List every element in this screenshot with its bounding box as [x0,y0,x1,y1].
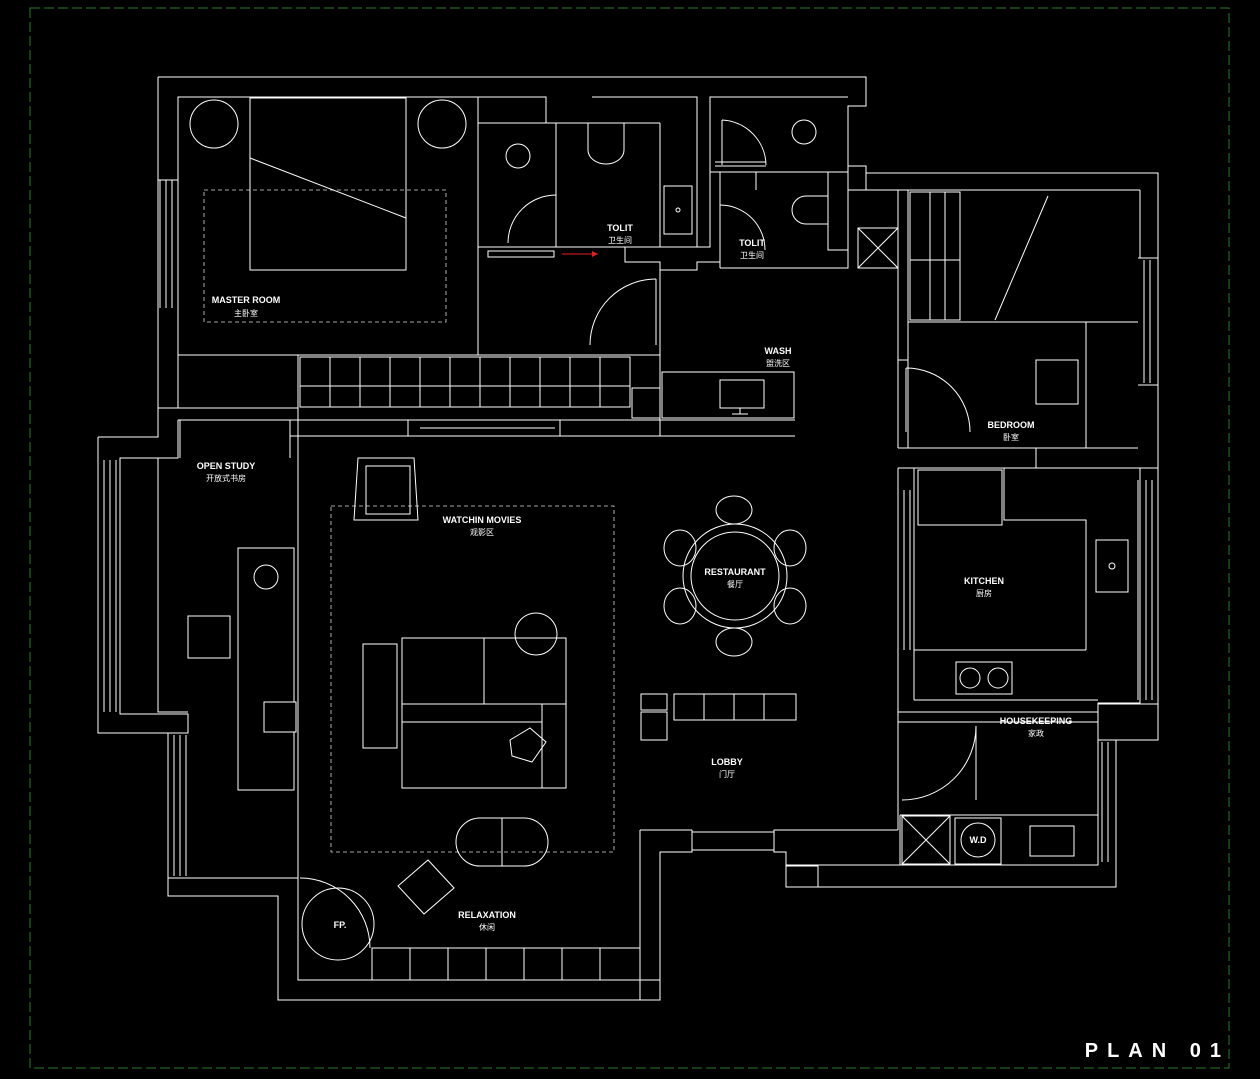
housekeeping-label-cn: 家政 [1028,728,1044,738]
toilet-2-label-cn: 卫生间 [740,250,764,260]
relaxation-label-cn: 休闲 [479,922,495,932]
bedroom-label: BEDROOM [988,420,1035,430]
structural-columns [639,165,1159,1001]
restaurant-label-cn: 餐厅 [727,580,743,589]
lobby-label: LOBBY [711,757,743,767]
kitchen-furniture [903,490,1129,695]
toilet-fixtures [487,119,828,258]
toilet-1-label-cn: 卫生间 [608,235,632,245]
master-room-label: MASTER ROOM [212,295,281,305]
open-study-label: OPEN STUDY [197,461,256,471]
open-study-label-cn: 开放式书房 [206,473,246,483]
wash-label: WASH [765,346,792,356]
exterior-walls [97,76,1159,1001]
fireplace-label: FP. [334,920,347,930]
master-room-label-cn: 主卧室 [234,308,258,318]
wash-area [589,278,795,419]
drawing-border [29,7,1230,1069]
open-study-furniture [179,420,297,791]
kitchen-label-cn: 厨房 [976,588,992,598]
bedroom-furniture [905,359,1079,433]
interior-walls [178,122,1158,980]
master-room-furniture [189,97,467,323]
toilet-1-label: TOLIT [607,223,633,233]
washer-dryer-label: W.D [970,835,987,845]
housekeeping-label: HOUSEKEEPING [1000,716,1073,726]
bedroom-label-cn: 卧室 [1003,432,1019,442]
restaurant-furniture [663,495,807,657]
wash-label-cn: 盥洗区 [766,358,790,368]
relaxation-furniture [299,859,641,981]
restaurant-label: RESTAURANT [704,567,766,577]
watching-movies-furniture [330,457,615,867]
lobby-furniture [640,693,797,741]
watchin-movies-label: WATCHIN MOVIES [443,515,522,525]
relaxation-label: RELAXATION [458,910,516,920]
housekeeping-furniture [901,725,1075,865]
room-labels: MASTER ROOM 主卧室 TOLIT 卫生间 TOLIT 卫生间 WASH… [197,223,1073,932]
lobby-label-cn: 门厅 [719,769,735,779]
toilet-2-label: TOLIT [739,238,765,248]
watchin-movies-label-cn: 观影区 [470,527,494,537]
kitchen-label: KITCHEN [964,576,1004,586]
plan-title: PLAN 01 [1084,1040,1230,1062]
